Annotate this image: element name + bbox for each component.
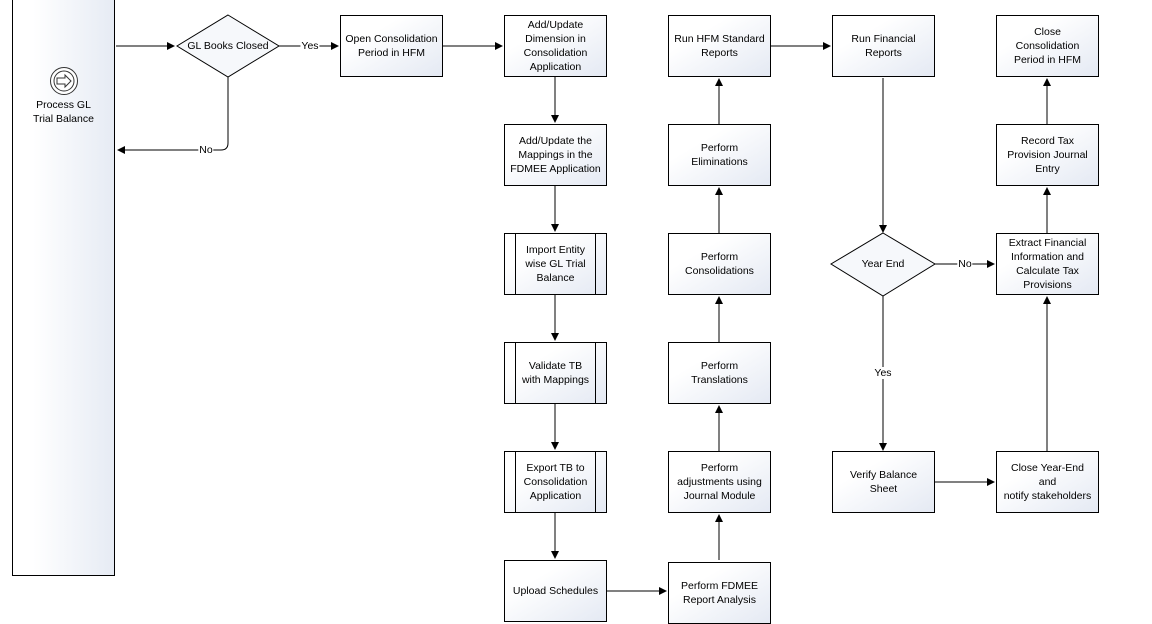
- add-update-dimension-step: Add/Update Dimension in Consolidation Ap…: [504, 15, 607, 77]
- record-tax-provision-step: Record Tax Provision Journal Entry: [996, 124, 1099, 186]
- open-consolidation-period-step: Open Consolidation Period in HFM: [340, 15, 443, 77]
- close-year-end-step: Close Year-End and notify stakeholders: [996, 451, 1099, 513]
- perform-consolidations-step: Perform Consolidations: [668, 233, 771, 295]
- arrow-circle-icon: [50, 67, 78, 95]
- upload-schedules-step: Upload Schedules: [504, 560, 607, 622]
- edge-label-gl-no: No: [198, 144, 214, 156]
- connectors: [116, 14, 1051, 595]
- edge-gl-no-to-lane: [117, 77, 229, 154]
- run-hfm-standard-reports-step: Run HFM Standard Reports: [668, 15, 771, 77]
- fdmee-report-analysis-step: Perform FDMEE Report Analysis: [668, 562, 771, 624]
- perform-adjustments-step: Perform adjustments using Journal Module: [668, 451, 771, 513]
- edge-label-gl-yes: Yes: [300, 40, 320, 52]
- extract-financial-info-step: Extract Financial Information and Calcul…: [996, 233, 1099, 295]
- import-tb-step: Import Entity wise GL Trial Balance: [504, 233, 607, 295]
- edge-label-ye-no: No: [957, 258, 973, 270]
- process-gl-trial-balance-lane: Process GL Trial Balance: [12, 0, 115, 576]
- export-tb-step: Export TB to Consolidation Application: [504, 451, 607, 513]
- edge-label-ye-yes: Yes: [873, 367, 893, 379]
- perform-translations-step: Perform Translations: [668, 342, 771, 404]
- close-consolidation-period-step: Close Consolidation Period in HFM: [996, 15, 1099, 77]
- decision-year-end-shape: [830, 232, 936, 297]
- lane-label: Process GL Trial Balance: [33, 99, 94, 125]
- run-financial-reports-step: Run Financial Reports: [832, 15, 935, 77]
- perform-eliminations-step: Perform Eliminations: [668, 124, 771, 186]
- validate-tb-step: Validate TB with Mappings: [504, 342, 607, 404]
- flowchart: Process GL Trial Balance GL Books Closed…: [12, 0, 1099, 624]
- update-mappings-step: Add/Update the Mappings in the FDMEE App…: [504, 124, 607, 186]
- verify-balance-sheet-step: Verify Balance Sheet: [832, 451, 935, 513]
- decision-gl-books-closed-shape: [176, 14, 280, 78]
